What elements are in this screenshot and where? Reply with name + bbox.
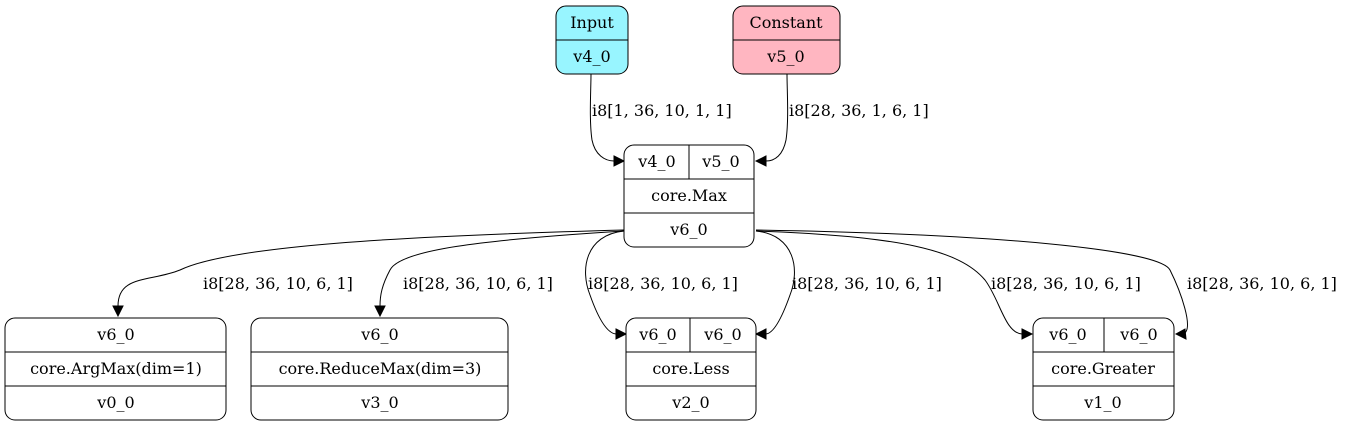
- node-less-op: core.Less: [652, 359, 729, 378]
- edge-label-input-to-max: i8[1, 36, 10, 1, 1]: [592, 101, 732, 120]
- node-greater-input-port: v6_0: [1119, 325, 1157, 344]
- arrowhead: [112, 305, 124, 318]
- edge-label-max-to-argmax: i8[28, 36, 10, 6, 1]: [203, 274, 353, 293]
- node-max-output: v6_0: [669, 220, 707, 239]
- arrowhead: [613, 155, 626, 167]
- arrowhead: [754, 155, 767, 167]
- node-greater-output: v1_0: [1083, 393, 1121, 412]
- edge-max-to-reducemax: [379, 230, 625, 307]
- node-max-input-port: v5_0: [701, 152, 739, 171]
- arrowhead: [1174, 328, 1187, 340]
- node-constant[interactable]: Constant v5_0: [732, 5, 841, 75]
- edge-max-to-greater-b: [755, 229, 1188, 335]
- node-reducemax-output: v3_0: [360, 393, 398, 412]
- node-argmax-box: [4, 317, 227, 421]
- node-less-output: v2_0: [671, 393, 709, 412]
- edges: [112, 73, 1188, 340]
- node-max-input-port: v4_0: [637, 152, 675, 171]
- node-argmax-op: core.ArgMax(dim=1): [30, 359, 202, 378]
- edge-input-to-max: [589, 73, 615, 162]
- node-reducemax-box: [250, 317, 509, 421]
- node-reducemax-op: core.ReduceMax(dim=3): [279, 359, 482, 378]
- node-argmax[interactable]: v6_0 core.ArgMax(dim=1) v0_0: [4, 317, 227, 421]
- node-constant-type: Constant: [749, 13, 823, 32]
- node-reducemax[interactable]: v6_0 core.ReduceMax(dim=3) v3_0: [250, 317, 509, 421]
- node-less-box: [625, 317, 757, 421]
- edge-max-to-greater-a: [755, 230, 1023, 335]
- node-reducemax-input-port: v6_0: [360, 325, 398, 344]
- edge-label-max-to-reducemax: i8[28, 36, 10, 6, 1]: [403, 274, 553, 293]
- node-less-input-port: v6_0: [638, 325, 676, 344]
- node-input-type: Input: [570, 13, 614, 32]
- arrowhead: [615, 328, 628, 340]
- edge-label-max-to-less-a: i8[28, 36, 10, 6, 1]: [588, 274, 738, 293]
- edge-max-to-argmax: [117, 229, 625, 307]
- node-max-op: core.Max: [651, 186, 727, 205]
- edge-label-max-to-less-b: i8[28, 36, 10, 6, 1]: [792, 274, 942, 293]
- node-input[interactable]: Input v4_0: [555, 5, 629, 75]
- node-input-name: v4_0: [572, 47, 610, 66]
- arrowhead: [1021, 328, 1034, 340]
- node-less-input-port: v6_0: [703, 325, 741, 344]
- edge-label-max-to-greater-b: i8[28, 36, 10, 6, 1]: [1187, 274, 1337, 293]
- edge-constant-to-max: [765, 73, 789, 162]
- edge-max-to-less-a: [585, 230, 625, 335]
- edge-labels: i8[1, 36, 10, 1, 1] i8[28, 36, 1, 6, 1] …: [203, 101, 1337, 293]
- node-greater[interactable]: v6_0 v6_0 core.Greater v1_0: [1032, 317, 1175, 421]
- edge-max-to-less-b: [755, 230, 795, 335]
- arrowhead: [754, 328, 767, 340]
- node-argmax-input-port: v6_0: [96, 325, 134, 344]
- node-greater-input-port: v6_0: [1048, 325, 1086, 344]
- arrowhead: [374, 305, 386, 318]
- node-less[interactable]: v6_0 v6_0 core.Less v2_0: [625, 317, 757, 421]
- node-argmax-output: v0_0: [96, 393, 134, 412]
- node-greater-op: core.Greater: [1051, 359, 1155, 378]
- node-constant-name: v5_0: [766, 47, 804, 66]
- node-max[interactable]: v4_0 v5_0 core.Max v6_0: [623, 144, 755, 248]
- edge-label-constant-to-max: i8[28, 36, 1, 6, 1]: [789, 101, 929, 120]
- edge-label-max-to-greater-a: i8[28, 36, 10, 6, 1]: [991, 274, 1141, 293]
